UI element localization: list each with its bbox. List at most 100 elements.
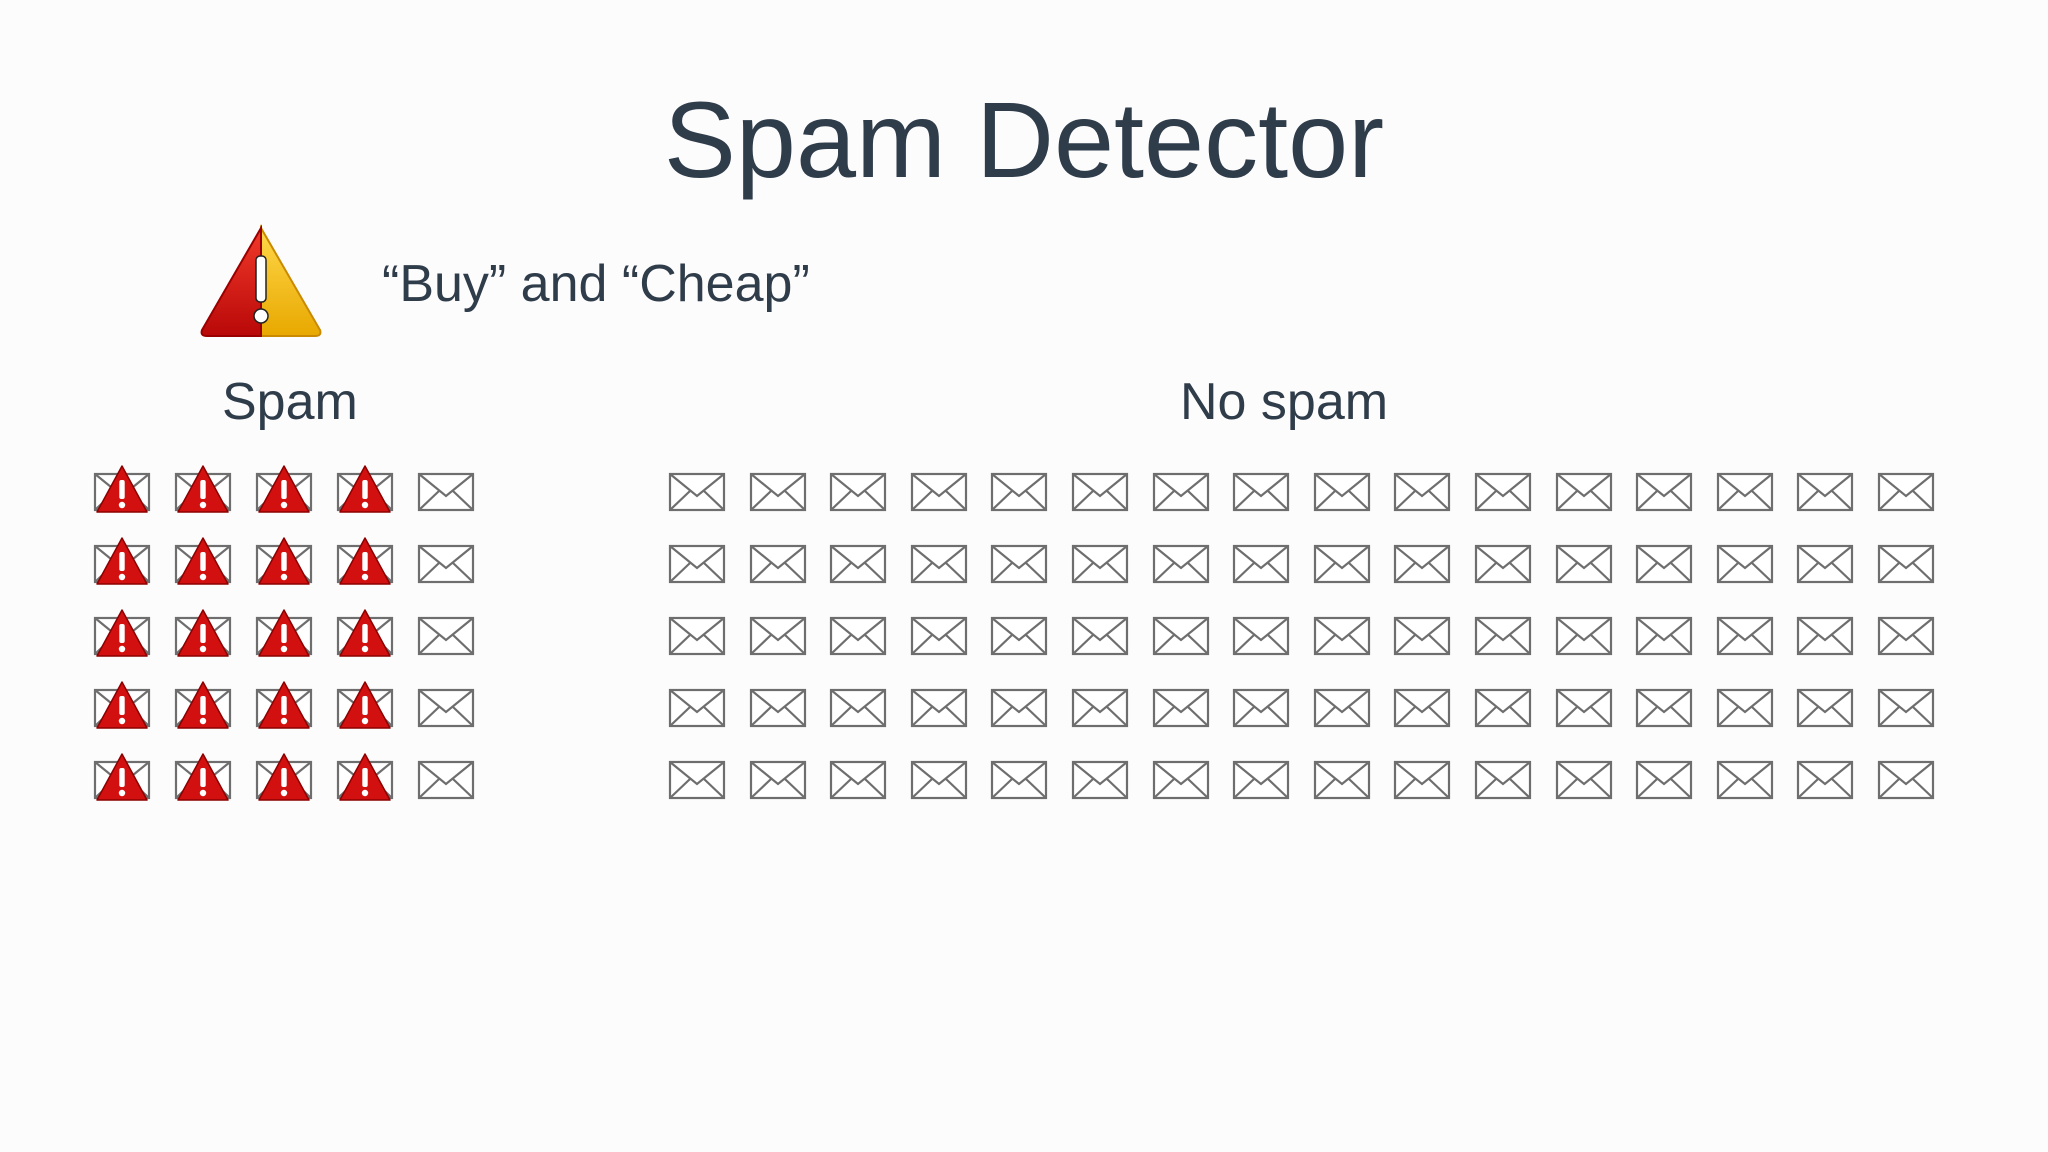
envelope-icon	[828, 534, 888, 592]
envelope-icon	[1312, 462, 1372, 520]
envelope-icon	[1312, 606, 1372, 664]
envelope-icon	[1231, 750, 1291, 808]
envelope-icon	[1715, 534, 1775, 592]
envelope-icon	[989, 462, 1049, 520]
envelope-icon	[1473, 606, 1533, 664]
envelope-icon	[416, 750, 476, 808]
envelope-icon	[828, 606, 888, 664]
envelope-icon	[828, 462, 888, 520]
envelope-icon	[1715, 462, 1775, 520]
envelope-icon	[1634, 750, 1694, 808]
envelope-icon	[1392, 462, 1452, 520]
envelope-icon	[416, 606, 476, 664]
spam-warning-envelope-icon	[254, 462, 314, 520]
envelope-icon	[1634, 462, 1694, 520]
envelope-icon	[1392, 678, 1452, 736]
envelope-icon	[1151, 534, 1211, 592]
spam-warning-envelope-icon	[173, 534, 233, 592]
envelope-icon	[1795, 678, 1855, 736]
spam-warning-envelope-icon	[92, 606, 152, 664]
spam-warning-envelope-icon	[335, 606, 395, 664]
envelope-icon	[1795, 606, 1855, 664]
envelope-icon	[1876, 750, 1936, 808]
envelope-icon	[416, 678, 476, 736]
warning-triangle-icon	[200, 224, 322, 337]
envelope-icon	[828, 678, 888, 736]
spam-rule-text: “Buy” and “Cheap”	[382, 255, 810, 313]
spam-warning-envelope-icon	[92, 750, 152, 808]
envelope-icon	[1715, 606, 1775, 664]
envelope-icon	[748, 606, 808, 664]
envelope-icon	[1070, 534, 1130, 592]
envelope-icon	[828, 750, 888, 808]
envelope-icon	[667, 534, 727, 592]
envelope-icon	[1715, 678, 1775, 736]
envelope-icon	[989, 678, 1049, 736]
envelope-icon	[1473, 678, 1533, 736]
envelope-icon	[1795, 750, 1855, 808]
spam-warning-envelope-icon	[335, 678, 395, 736]
spam-warning-envelope-icon	[254, 606, 314, 664]
envelope-icon	[1070, 750, 1130, 808]
envelope-icon	[989, 606, 1049, 664]
envelope-icon	[1151, 678, 1211, 736]
envelope-icon	[989, 750, 1049, 808]
envelope-icon	[416, 462, 476, 520]
envelope-icon	[909, 606, 969, 664]
envelope-icon	[1876, 534, 1936, 592]
spam-warning-envelope-icon	[335, 462, 395, 520]
envelope-icon	[1554, 678, 1614, 736]
envelope-icon	[909, 750, 969, 808]
envelope-icon	[1312, 678, 1372, 736]
spam-warning-envelope-icon	[254, 678, 314, 736]
spam-warning-envelope-icon	[92, 534, 152, 592]
spam-email-grid	[92, 462, 478, 808]
envelope-icon	[1554, 534, 1614, 592]
envelope-icon	[748, 750, 808, 808]
envelope-icon	[1151, 750, 1211, 808]
spam-warning-envelope-icon	[173, 462, 233, 520]
spam-label: Spam	[222, 373, 358, 431]
envelope-icon	[1715, 750, 1775, 808]
envelope-icon	[1392, 606, 1452, 664]
slide-title: Spam Detector	[663, 79, 1385, 200]
envelope-icon	[1392, 534, 1452, 592]
spam-warning-envelope-icon	[254, 534, 314, 592]
spam-warning-envelope-icon	[335, 534, 395, 592]
envelope-icon	[1312, 750, 1372, 808]
no-spam-label: No spam	[1180, 373, 1389, 431]
spam-warning-envelope-icon	[92, 462, 152, 520]
envelope-icon	[1070, 462, 1130, 520]
envelope-icon	[1634, 678, 1694, 736]
envelope-icon	[1876, 462, 1936, 520]
envelope-icon	[1070, 606, 1130, 664]
envelope-icon	[989, 534, 1049, 592]
envelope-icon	[1473, 462, 1533, 520]
envelope-icon	[1876, 678, 1936, 736]
envelope-icon	[1554, 750, 1614, 808]
spam-warning-envelope-icon	[173, 606, 233, 664]
envelope-icon	[1151, 606, 1211, 664]
envelope-icon	[1634, 534, 1694, 592]
envelope-icon	[1231, 462, 1291, 520]
envelope-icon	[748, 534, 808, 592]
envelope-icon	[1554, 462, 1614, 520]
envelope-icon	[1473, 750, 1533, 808]
envelope-icon	[1876, 606, 1936, 664]
envelope-icon	[667, 606, 727, 664]
envelope-icon	[1231, 534, 1291, 592]
envelope-icon	[1473, 534, 1533, 592]
envelope-icon	[667, 750, 727, 808]
envelope-icon	[909, 678, 969, 736]
spam-warning-envelope-icon	[173, 750, 233, 808]
envelope-icon	[667, 462, 727, 520]
envelope-icon	[1231, 606, 1291, 664]
envelope-icon	[748, 678, 808, 736]
envelope-icon	[1392, 750, 1452, 808]
envelope-icon	[1231, 678, 1291, 736]
envelope-icon	[1151, 462, 1211, 520]
spam-warning-envelope-icon	[254, 750, 314, 808]
envelope-icon	[1312, 534, 1372, 592]
envelope-icon	[748, 462, 808, 520]
